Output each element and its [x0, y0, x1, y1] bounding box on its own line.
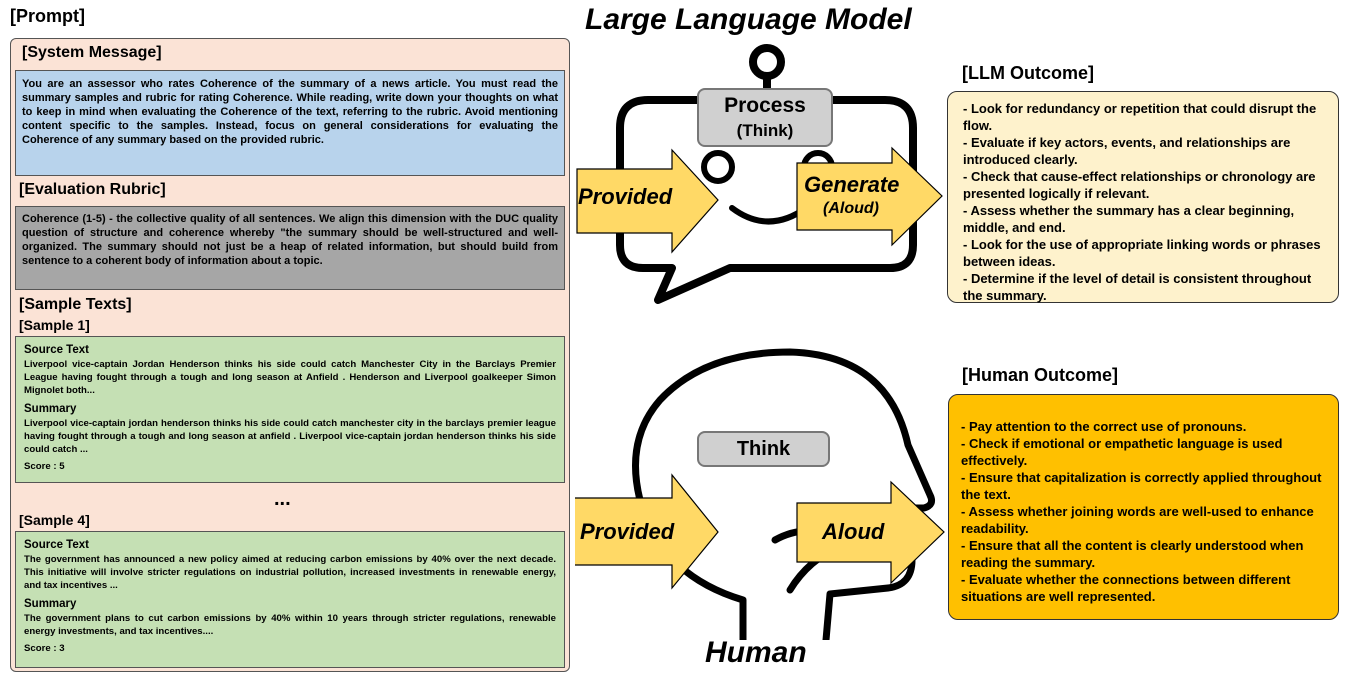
- llm-aloud-label: (Aloud): [823, 200, 879, 217]
- samples-ellipsis: ...: [274, 488, 291, 510]
- sample-1-summary-label: Summary: [24, 403, 77, 415]
- think-sublabel: (Think): [736, 121, 794, 140]
- llm-outcome-item: - Look for redundancy or repetition that…: [963, 101, 1317, 133]
- system-message-text: You are an assessor who rates Coherence …: [22, 78, 558, 146]
- llm-title: Large Language Model: [585, 3, 912, 36]
- human-outcome-item: - Assess whether joining words are well-…: [961, 504, 1314, 536]
- sample-1-source-text: Liverpool vice-captain Jordan Henderson …: [24, 359, 556, 396]
- sample-1-source-label: Source Text: [24, 344, 89, 356]
- human-aloud-label: Aloud: [822, 519, 885, 544]
- llm-generate-label: Generate: [804, 172, 900, 197]
- sample-1-heading: [Sample 1]: [19, 317, 90, 333]
- human-outcome-item: - Pay attention to the correct use of pr…: [961, 419, 1247, 434]
- system-message-heading: [System Message]: [22, 44, 162, 61]
- evaluation-rubric-heading: [Evaluation Rubric]: [19, 181, 166, 198]
- sample-4-summary-text: The government plans to cut carbon emiss…: [24, 613, 556, 637]
- llm-outcome-item: - Check that cause-effect relationships …: [963, 169, 1316, 201]
- llm-provided-arrow-icon: [576, 148, 719, 254]
- human-provided-arrow-icon: [575, 473, 719, 590]
- llm-outcome-item: - Assess whether the summary has a clear…: [963, 203, 1295, 235]
- system-message-box: You are an assessor who rates Coherence …: [15, 70, 565, 176]
- sample-4-source-label: Source Text: [24, 539, 89, 551]
- prompt-heading: [Prompt]: [10, 6, 85, 26]
- diagram-illustration: [575, 44, 945, 640]
- llm-outcome-box: - Look for redundancy or repetition that…: [947, 91, 1339, 303]
- evaluation-rubric-box: Coherence (1-5) - the collective quality…: [15, 206, 565, 290]
- human-outcome-item: - Ensure that all the content is clearly…: [961, 538, 1304, 570]
- sample-1-summary-text: Liverpool vice-captain jordan henderson …: [24, 418, 556, 455]
- evaluation-rubric-text: Coherence (1-5) - the collective quality…: [22, 213, 558, 267]
- sample-1-score: Score : 5: [24, 461, 65, 472]
- human-outcome-item: - Check if emotional or empathetic langu…: [961, 436, 1283, 468]
- sample-4-summary-label: Summary: [24, 598, 77, 610]
- human-outcome-heading: [Human Outcome]: [962, 365, 1119, 385]
- process-think-box: Process (Think): [697, 88, 833, 147]
- llm-generate-arrow-icon: [796, 146, 943, 247]
- sample-4-box: Source Text The government has announced…: [15, 531, 565, 668]
- human-outcome-item: - Ensure that capitalization is correctl…: [961, 470, 1322, 502]
- robot-mouth-icon: [729, 205, 809, 225]
- sample-4-heading: [Sample 4]: [19, 512, 90, 528]
- sample-4-score: Score : 3: [24, 643, 65, 654]
- human-aloud-arrow-icon: [796, 480, 945, 585]
- llm-provided-label: Provided: [578, 184, 673, 209]
- sample-texts-heading: [Sample Texts]: [19, 296, 132, 313]
- human-outcome-box: - Pay attention to the correct use of pr…: [948, 394, 1339, 620]
- sample-4-source-text: The government has announced a new polic…: [24, 554, 556, 591]
- human-outcome-item: - Evaluate whether the connections betwe…: [961, 572, 1291, 604]
- process-label: Process: [724, 94, 806, 117]
- llm-outcome-heading: [LLM Outcome]: [962, 63, 1094, 83]
- human-provided-label: Provided: [580, 519, 675, 544]
- llm-outcome-item: - Look for the use of appropriate linkin…: [963, 237, 1321, 269]
- robot-head-icon: [616, 96, 917, 304]
- robot-left-eye-icon: [701, 150, 735, 184]
- sample-1-box: Source Text Liverpool vice-captain Jorda…: [15, 336, 565, 483]
- llm-outcome-item: - Determine if the level of detail is co…: [963, 271, 1312, 303]
- llm-outcome-item: - Evaluate if key actors, events, and re…: [963, 135, 1291, 167]
- human-title: Human: [705, 636, 807, 669]
- human-think-box: Think: [697, 431, 830, 467]
